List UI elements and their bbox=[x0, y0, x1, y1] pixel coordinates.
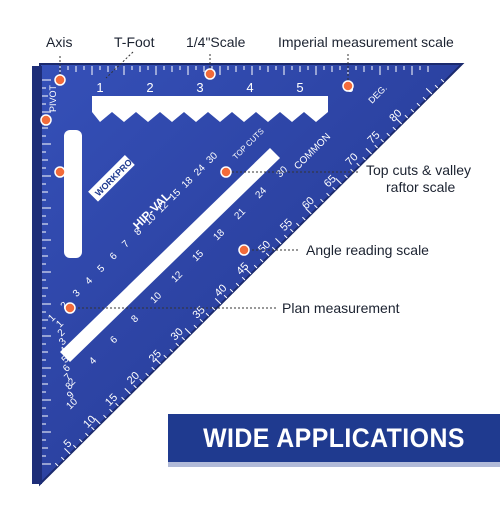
top-cuts-marker bbox=[220, 166, 232, 178]
hyp-tick bbox=[440, 78, 445, 83]
hyp-tick bbox=[91, 426, 95, 431]
hyp-tick bbox=[434, 84, 439, 89]
hyp-tick bbox=[223, 294, 228, 299]
top-slot bbox=[92, 96, 328, 122]
hyp-tick bbox=[103, 414, 107, 419]
hyp-tick bbox=[64, 447, 71, 455]
axis-marker bbox=[54, 74, 66, 86]
hyp-tick bbox=[169, 348, 173, 353]
hyp-tick bbox=[335, 177, 342, 185]
quarter-scale-marker bbox=[204, 68, 216, 80]
hyp-tick bbox=[211, 306, 216, 311]
hypotenuse-ticks bbox=[54, 78, 445, 467]
hyp-tick bbox=[79, 438, 83, 443]
pivot-label: PIVOT bbox=[48, 84, 58, 112]
hyp-tick bbox=[259, 258, 264, 263]
hyp-tick bbox=[54, 462, 59, 467]
callout-t-foot: T-Foot bbox=[114, 34, 155, 50]
inch-number: 1 bbox=[96, 80, 103, 95]
axis-marker-2 bbox=[40, 114, 52, 126]
hyp-tick bbox=[296, 222, 300, 227]
inch-number: 2 bbox=[146, 80, 153, 95]
left-edge-ticks bbox=[42, 79, 51, 465]
t-foot-marker bbox=[54, 166, 66, 178]
hyp-tick bbox=[410, 108, 415, 113]
hyp-tick bbox=[60, 456, 65, 461]
plan-marker bbox=[64, 302, 76, 314]
hyp-tick bbox=[344, 174, 348, 179]
hyp-tick bbox=[72, 444, 77, 449]
hyp-tick bbox=[235, 282, 240, 287]
hyp-tick bbox=[271, 246, 276, 251]
banner-underline bbox=[168, 462, 500, 467]
hyp-tick bbox=[151, 366, 155, 371]
hyp-tick bbox=[109, 408, 113, 413]
left-window bbox=[64, 130, 82, 258]
hyp-tick bbox=[265, 252, 270, 257]
hyp-tick bbox=[229, 288, 234, 293]
hyp-tick bbox=[320, 198, 324, 203]
t-foot-lip bbox=[32, 66, 42, 484]
inch-number: 4 bbox=[246, 80, 253, 95]
hyp-tick bbox=[124, 387, 131, 395]
angle-marker bbox=[238, 244, 250, 256]
wide-applications-banner: WIDE APPLICATIONS bbox=[168, 414, 500, 462]
hyp-tick bbox=[416, 102, 421, 107]
inch-number: 3 bbox=[196, 80, 203, 95]
hyp-tick bbox=[404, 114, 409, 119]
hyp-tick bbox=[193, 324, 198, 329]
hyp-tick bbox=[356, 162, 360, 167]
imperial-marker bbox=[342, 80, 354, 92]
hyp-tick bbox=[115, 402, 119, 407]
hyp-tick bbox=[199, 318, 204, 323]
callout-angle: Angle reading scale bbox=[306, 242, 429, 258]
hyp-tick bbox=[214, 297, 222, 305]
hyp-tick bbox=[425, 87, 433, 95]
hyp-tick bbox=[154, 357, 161, 365]
hyp-tick bbox=[121, 396, 125, 401]
callout-axis: Axis bbox=[46, 34, 73, 50]
hyp-tick bbox=[275, 237, 282, 245]
hyp-tick bbox=[422, 96, 427, 101]
hyp-tick bbox=[244, 267, 252, 275]
hyp-tick bbox=[305, 207, 312, 215]
hyp-tick bbox=[163, 354, 167, 359]
top-edge-ticks bbox=[59, 66, 429, 75]
hyp-tick bbox=[94, 417, 101, 425]
hyp-tick bbox=[392, 126, 397, 131]
hyp-tick bbox=[85, 432, 89, 437]
hyp-tick bbox=[332, 186, 336, 191]
hyp-tick bbox=[326, 192, 330, 197]
hyp-tick bbox=[145, 372, 149, 377]
hyp-tick bbox=[374, 144, 378, 149]
hyp-tick bbox=[283, 234, 288, 239]
hyp-tick bbox=[395, 117, 403, 125]
hyp-tick bbox=[386, 132, 391, 137]
callout-imperial: Imperial measurement scale bbox=[278, 34, 454, 50]
callout-top-cuts: Top cuts & valley raftor scale bbox=[366, 162, 471, 196]
hyp-tick bbox=[362, 156, 366, 161]
hyp-tick bbox=[181, 336, 186, 341]
hyp-tick bbox=[253, 264, 258, 269]
callout-quarter-scale: 1/4"Scale bbox=[186, 34, 246, 50]
hyp-tick bbox=[365, 147, 372, 155]
hyp-tick bbox=[302, 216, 306, 221]
hyp-tick bbox=[205, 312, 210, 317]
callout-markers bbox=[40, 68, 354, 314]
hyp-tick bbox=[290, 228, 294, 233]
callout-plan: Plan measurement bbox=[282, 300, 400, 316]
hyp-tick bbox=[241, 276, 246, 281]
callout-top-cuts-line2: raftor scale bbox=[386, 179, 456, 195]
hyp-tick bbox=[314, 204, 318, 209]
hyp-tick bbox=[139, 378, 143, 383]
banner-text: WIDE APPLICATIONS bbox=[203, 423, 465, 453]
hyp-tick bbox=[184, 327, 192, 335]
hyp-tick bbox=[380, 138, 384, 143]
hyp-tick bbox=[133, 384, 137, 389]
hyp-tick bbox=[175, 342, 180, 347]
inch-number: 5 bbox=[296, 80, 303, 95]
callout-top-cuts-line1: Top cuts & valley bbox=[366, 162, 472, 178]
